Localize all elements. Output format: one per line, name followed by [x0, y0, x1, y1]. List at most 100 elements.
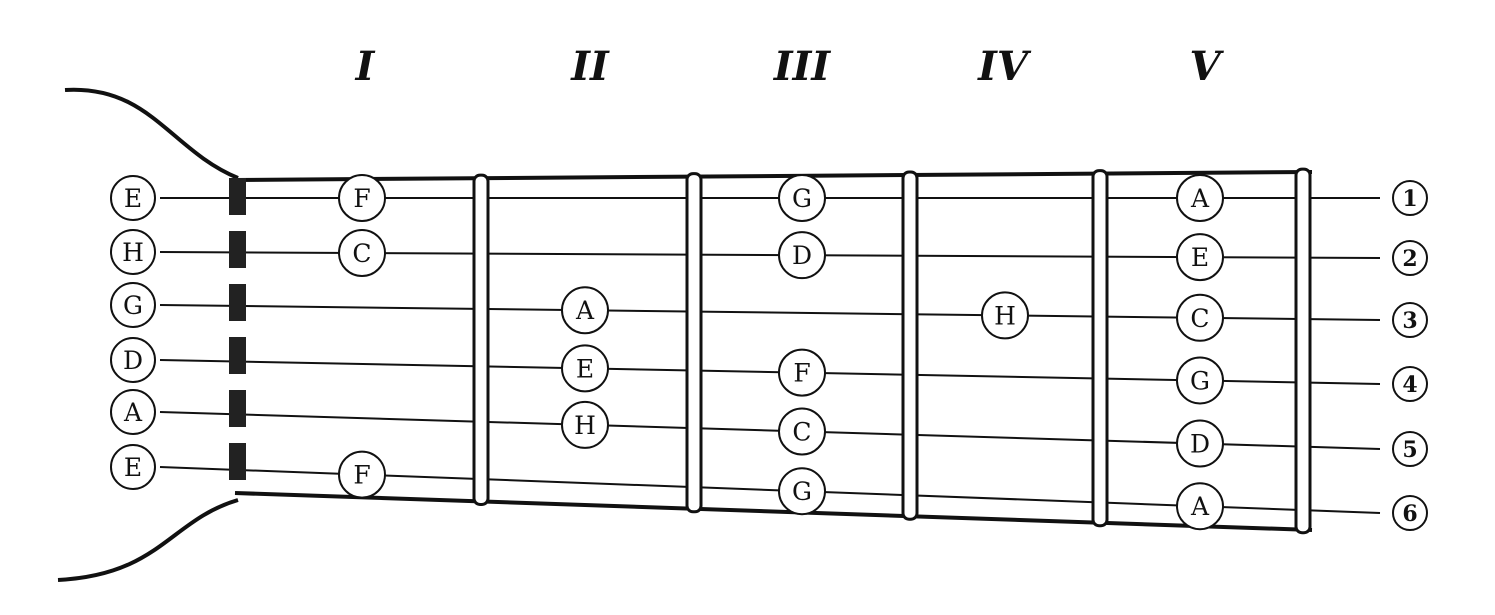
fretted-note: F — [778, 348, 826, 397]
fretboard-top-edge — [234, 170, 1313, 182]
note-label: E — [576, 354, 594, 383]
note-label: F — [353, 184, 370, 213]
note-circle — [1176, 482, 1224, 531]
fretted-note: G — [1176, 356, 1224, 405]
fret-bar-3 — [901, 170, 919, 521]
note-label: H — [994, 301, 1016, 330]
fretted-note: H — [561, 400, 609, 449]
nut-segment — [229, 337, 246, 374]
note-label: C — [792, 417, 811, 446]
note-circle — [981, 291, 1029, 340]
note-label: E — [124, 453, 142, 482]
string-number-4: 4 — [1392, 366, 1428, 402]
open-note-string-5: A — [110, 389, 156, 435]
note-circle — [778, 231, 826, 280]
note-circle — [338, 174, 386, 222]
note-label: C — [352, 239, 371, 268]
fret-numeral-1: I — [355, 43, 376, 90]
frets-layer — [472, 167, 1312, 535]
fretted-note: C — [778, 407, 826, 456]
note-circle — [110, 282, 156, 328]
fret-numeral-4: IV — [977, 43, 1032, 90]
note-circle — [110, 175, 156, 221]
fret-bar-4 — [1091, 169, 1109, 528]
string-number-1: 1 — [1392, 180, 1428, 216]
fretted-note: A — [1176, 174, 1224, 222]
nut-segment — [229, 231, 246, 268]
note-circle — [1176, 419, 1224, 468]
note-label: C — [1190, 304, 1209, 333]
nut-segment — [229, 178, 246, 215]
note-label: F — [353, 461, 370, 490]
note-circle — [1176, 233, 1224, 282]
open-note-string-2: H — [110, 229, 156, 275]
note-label: G — [792, 184, 812, 213]
note-label: G — [792, 477, 812, 506]
open-note-string-3: G — [110, 282, 156, 328]
fretted-note: G — [778, 174, 826, 222]
string-number-label: 5 — [1402, 437, 1417, 463]
fret-bar-5 — [1294, 167, 1312, 535]
string-number-label: 6 — [1402, 501, 1417, 527]
string-number-circle — [1392, 495, 1428, 531]
string-number-6: 6 — [1392, 495, 1428, 531]
string-number-2: 2 — [1392, 240, 1428, 276]
nut-segment — [229, 284, 246, 321]
string-numbers: 1 2 3 4 5 6 — [1392, 180, 1428, 531]
open-note-string-4: D — [110, 337, 156, 383]
nut-segment — [229, 443, 246, 480]
string-number-3: 3 — [1392, 302, 1428, 338]
fret-numeral-5: V — [1189, 43, 1224, 90]
note-circle — [561, 286, 609, 335]
fretted-note: H — [981, 291, 1029, 340]
nut-segment — [229, 390, 246, 427]
fretted-note: D — [778, 231, 826, 280]
fretted-note: F — [338, 450, 386, 499]
fretted-note: A — [561, 286, 609, 335]
string-number-circle — [1392, 366, 1428, 402]
fret-bar-1 — [472, 173, 490, 506]
string-number-label: 4 — [1402, 372, 1417, 398]
note-circle — [110, 444, 156, 490]
note-label: F — [793, 359, 810, 388]
fretted-note: A — [1176, 482, 1224, 531]
note-circle — [1176, 293, 1224, 342]
note-label: E — [124, 184, 142, 213]
note-label: H — [574, 411, 596, 440]
string-number-label: 3 — [1402, 308, 1417, 334]
note-label: D — [792, 241, 812, 270]
note-circle — [778, 467, 826, 516]
fret-bar-2 — [685, 172, 703, 514]
string-number-circle — [1392, 240, 1428, 276]
fret-numerals: I II III IV V — [355, 43, 1225, 90]
note-circle — [110, 389, 156, 435]
fretted-note: C — [1176, 293, 1224, 342]
open-note-string-6: E — [110, 444, 156, 490]
note-circle — [110, 337, 156, 383]
note-label: G — [123, 291, 143, 320]
string-number-label: 1 — [1402, 186, 1417, 212]
nut — [229, 178, 246, 480]
fretboard-bottom-edge — [234, 491, 1313, 532]
fretted-note: E — [1176, 233, 1224, 282]
fretted-note: C — [338, 228, 386, 277]
headstock-lower-curve — [57, 498, 239, 582]
string-number-label: 2 — [1402, 246, 1417, 272]
fretted-note: G — [778, 467, 826, 516]
note-circle — [561, 344, 609, 393]
fretted-note: E — [561, 344, 609, 393]
string-number-circle — [1392, 302, 1428, 338]
headstock-upper-curve — [64, 87, 239, 180]
note-label: A — [1190, 492, 1210, 521]
note-label: G — [1190, 366, 1210, 395]
note-circle — [338, 228, 386, 277]
fret-numeral-2: II — [570, 43, 610, 90]
string-number-circle — [1392, 180, 1428, 216]
fret-numeral-3: III — [773, 43, 831, 90]
note-label: A — [123, 398, 143, 427]
note-label: D — [1190, 430, 1210, 459]
note-circle — [1176, 356, 1224, 405]
note-circle — [778, 174, 826, 222]
fretted-note: D — [1176, 419, 1224, 468]
